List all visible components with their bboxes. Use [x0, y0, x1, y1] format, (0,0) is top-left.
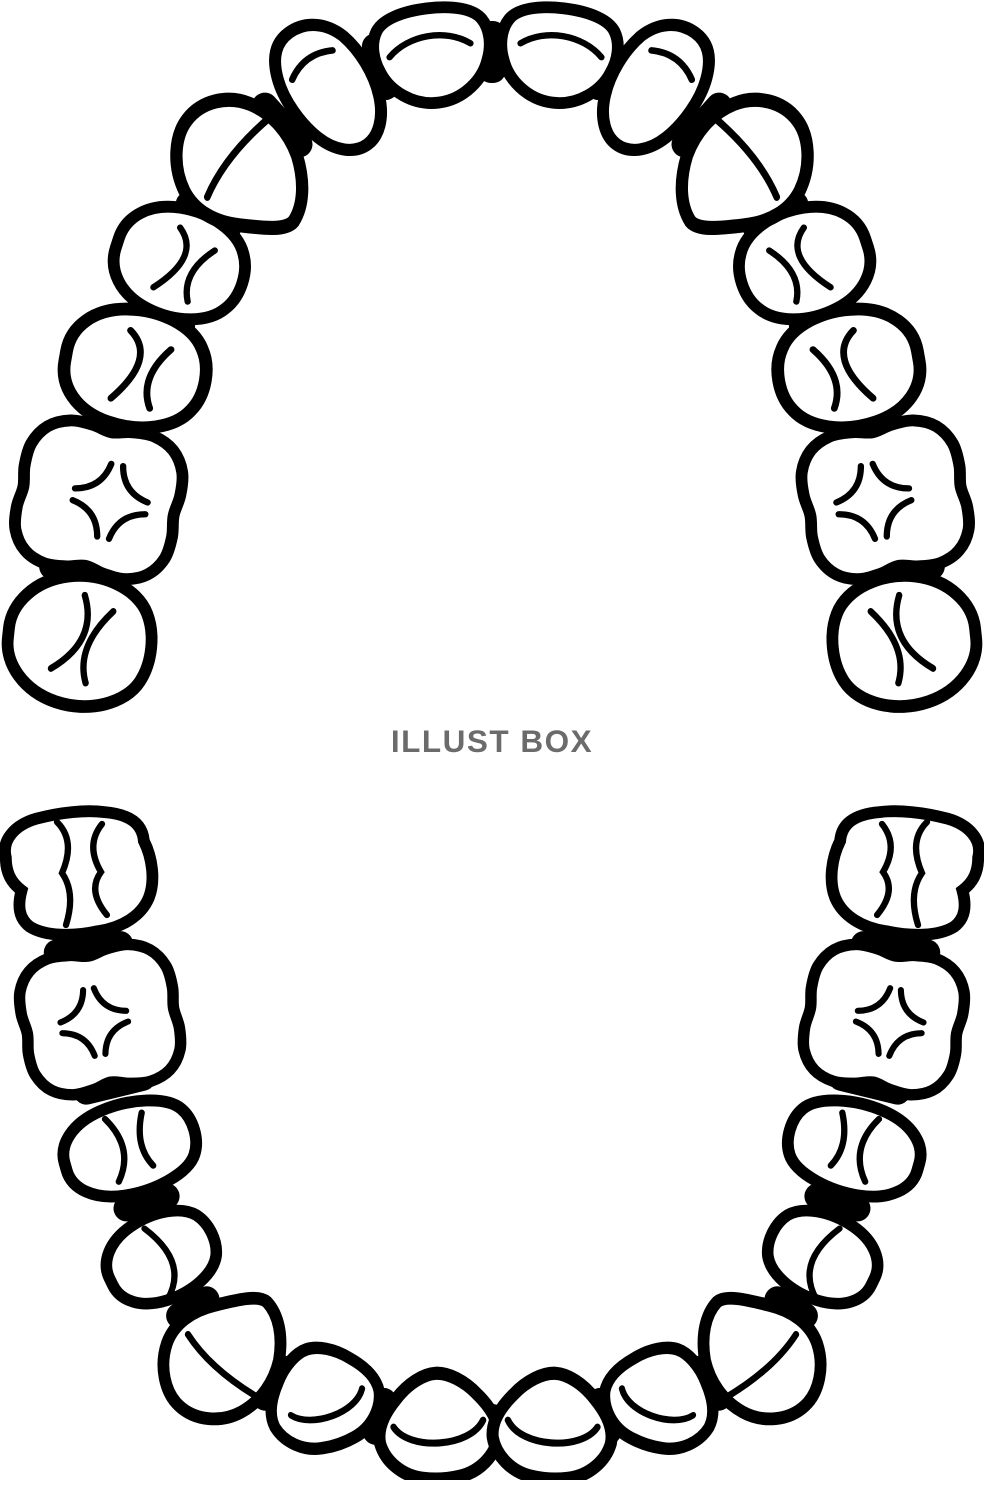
svg-text:ILLUST BOX: ILLUST BOX	[391, 723, 593, 759]
